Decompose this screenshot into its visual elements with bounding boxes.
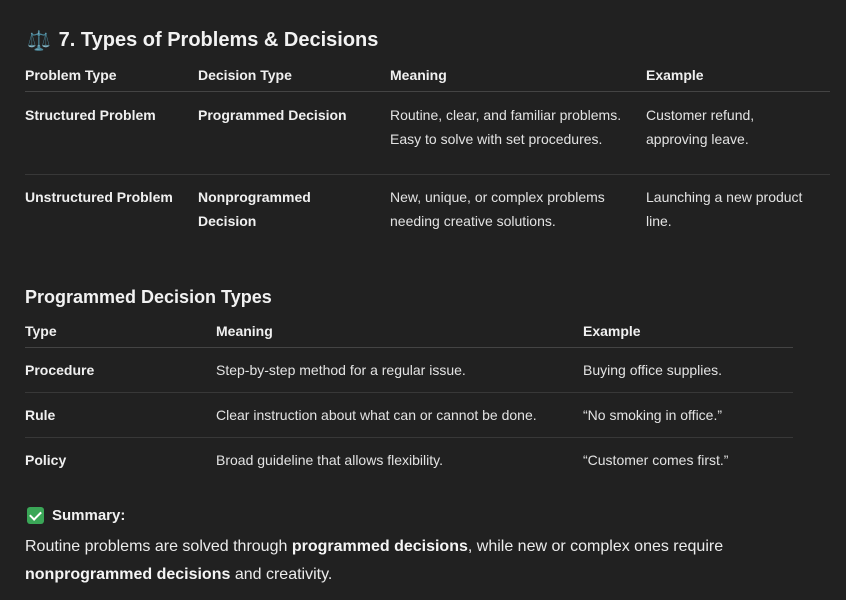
column-header: Meaning [216,319,583,348]
decision-types-table: Type Meaning Example Procedure Step-by-s… [25,319,793,482]
table-header-row: Problem Type Decision Type Meaning Examp… [25,63,830,92]
column-header: Example [646,63,830,92]
table-row: Rule Clear instruction about what can or… [25,392,793,438]
example-cell: Launching a new product line. [646,189,803,229]
problem-type-cell: Structured Problem [25,91,198,175]
meaning-cell: Routine, clear, and familiar problems. E… [390,91,646,175]
table-header-row: Type Meaning Example [25,319,793,348]
table-row: Procedure Step-by-step method for a regu… [25,347,793,393]
example-cell: “Customer comes first.” [583,452,729,468]
column-header: Decision Type [198,63,390,92]
summary-text: and creativity. [230,566,333,583]
column-header: Example [583,319,793,348]
summary-heading: Summary: [27,507,125,524]
meaning-cell: New, unique, or complex problems needing… [390,189,605,229]
summary-bold-text: nonprogrammed decisions [25,566,231,583]
example-cell: “No smoking in office.” [583,392,793,438]
column-header: Type [25,319,216,348]
table-row: Policy Broad guideline that allows flexi… [25,438,793,483]
table-row: Structured Problem Programmed Decision R… [25,91,830,175]
type-cell: Procedure [25,347,216,393]
table-row: Unstructured Problem Nonprogrammed Decis… [25,175,830,234]
section-title: ⚖️ 7. Types of Problems & Decisions [27,29,378,52]
decision-type-cell: Nonprogrammed Decision [198,189,311,229]
check-mark-icon [27,507,44,524]
type-cell: Policy [25,452,67,468]
summary-heading-text: Summary: [52,507,126,524]
section-title-text: 7. Types of Problems & Decisions [58,29,379,51]
summary-text: Routine problems are solved through [25,538,292,555]
balance-scale-icon: ⚖️ [27,30,51,52]
summary-bold-text: programmed decisions [291,538,468,555]
type-cell: Rule [25,392,216,438]
summary-text: , while new or complex ones require [467,538,724,555]
meaning-cell: Step-by-step method for a regular issue. [216,347,583,393]
column-header: Problem Type [25,63,198,92]
problems-table: Problem Type Decision Type Meaning Examp… [25,63,830,233]
summary-paragraph: Routine problems are solved through prog… [25,533,785,589]
meaning-cell: Clear instruction about what can or cann… [216,392,583,438]
subsection-title: Programmed Decision Types [25,287,272,307]
column-header: Meaning [390,63,646,92]
meaning-cell: Broad guideline that allows flexibility. [216,452,443,468]
decision-type-cell: Programmed Decision [198,91,390,175]
example-cell: Buying office supplies. [583,347,793,393]
example-cell: Customer refund, approving leave. [646,91,830,175]
problem-type-cell: Unstructured Problem [25,189,173,205]
